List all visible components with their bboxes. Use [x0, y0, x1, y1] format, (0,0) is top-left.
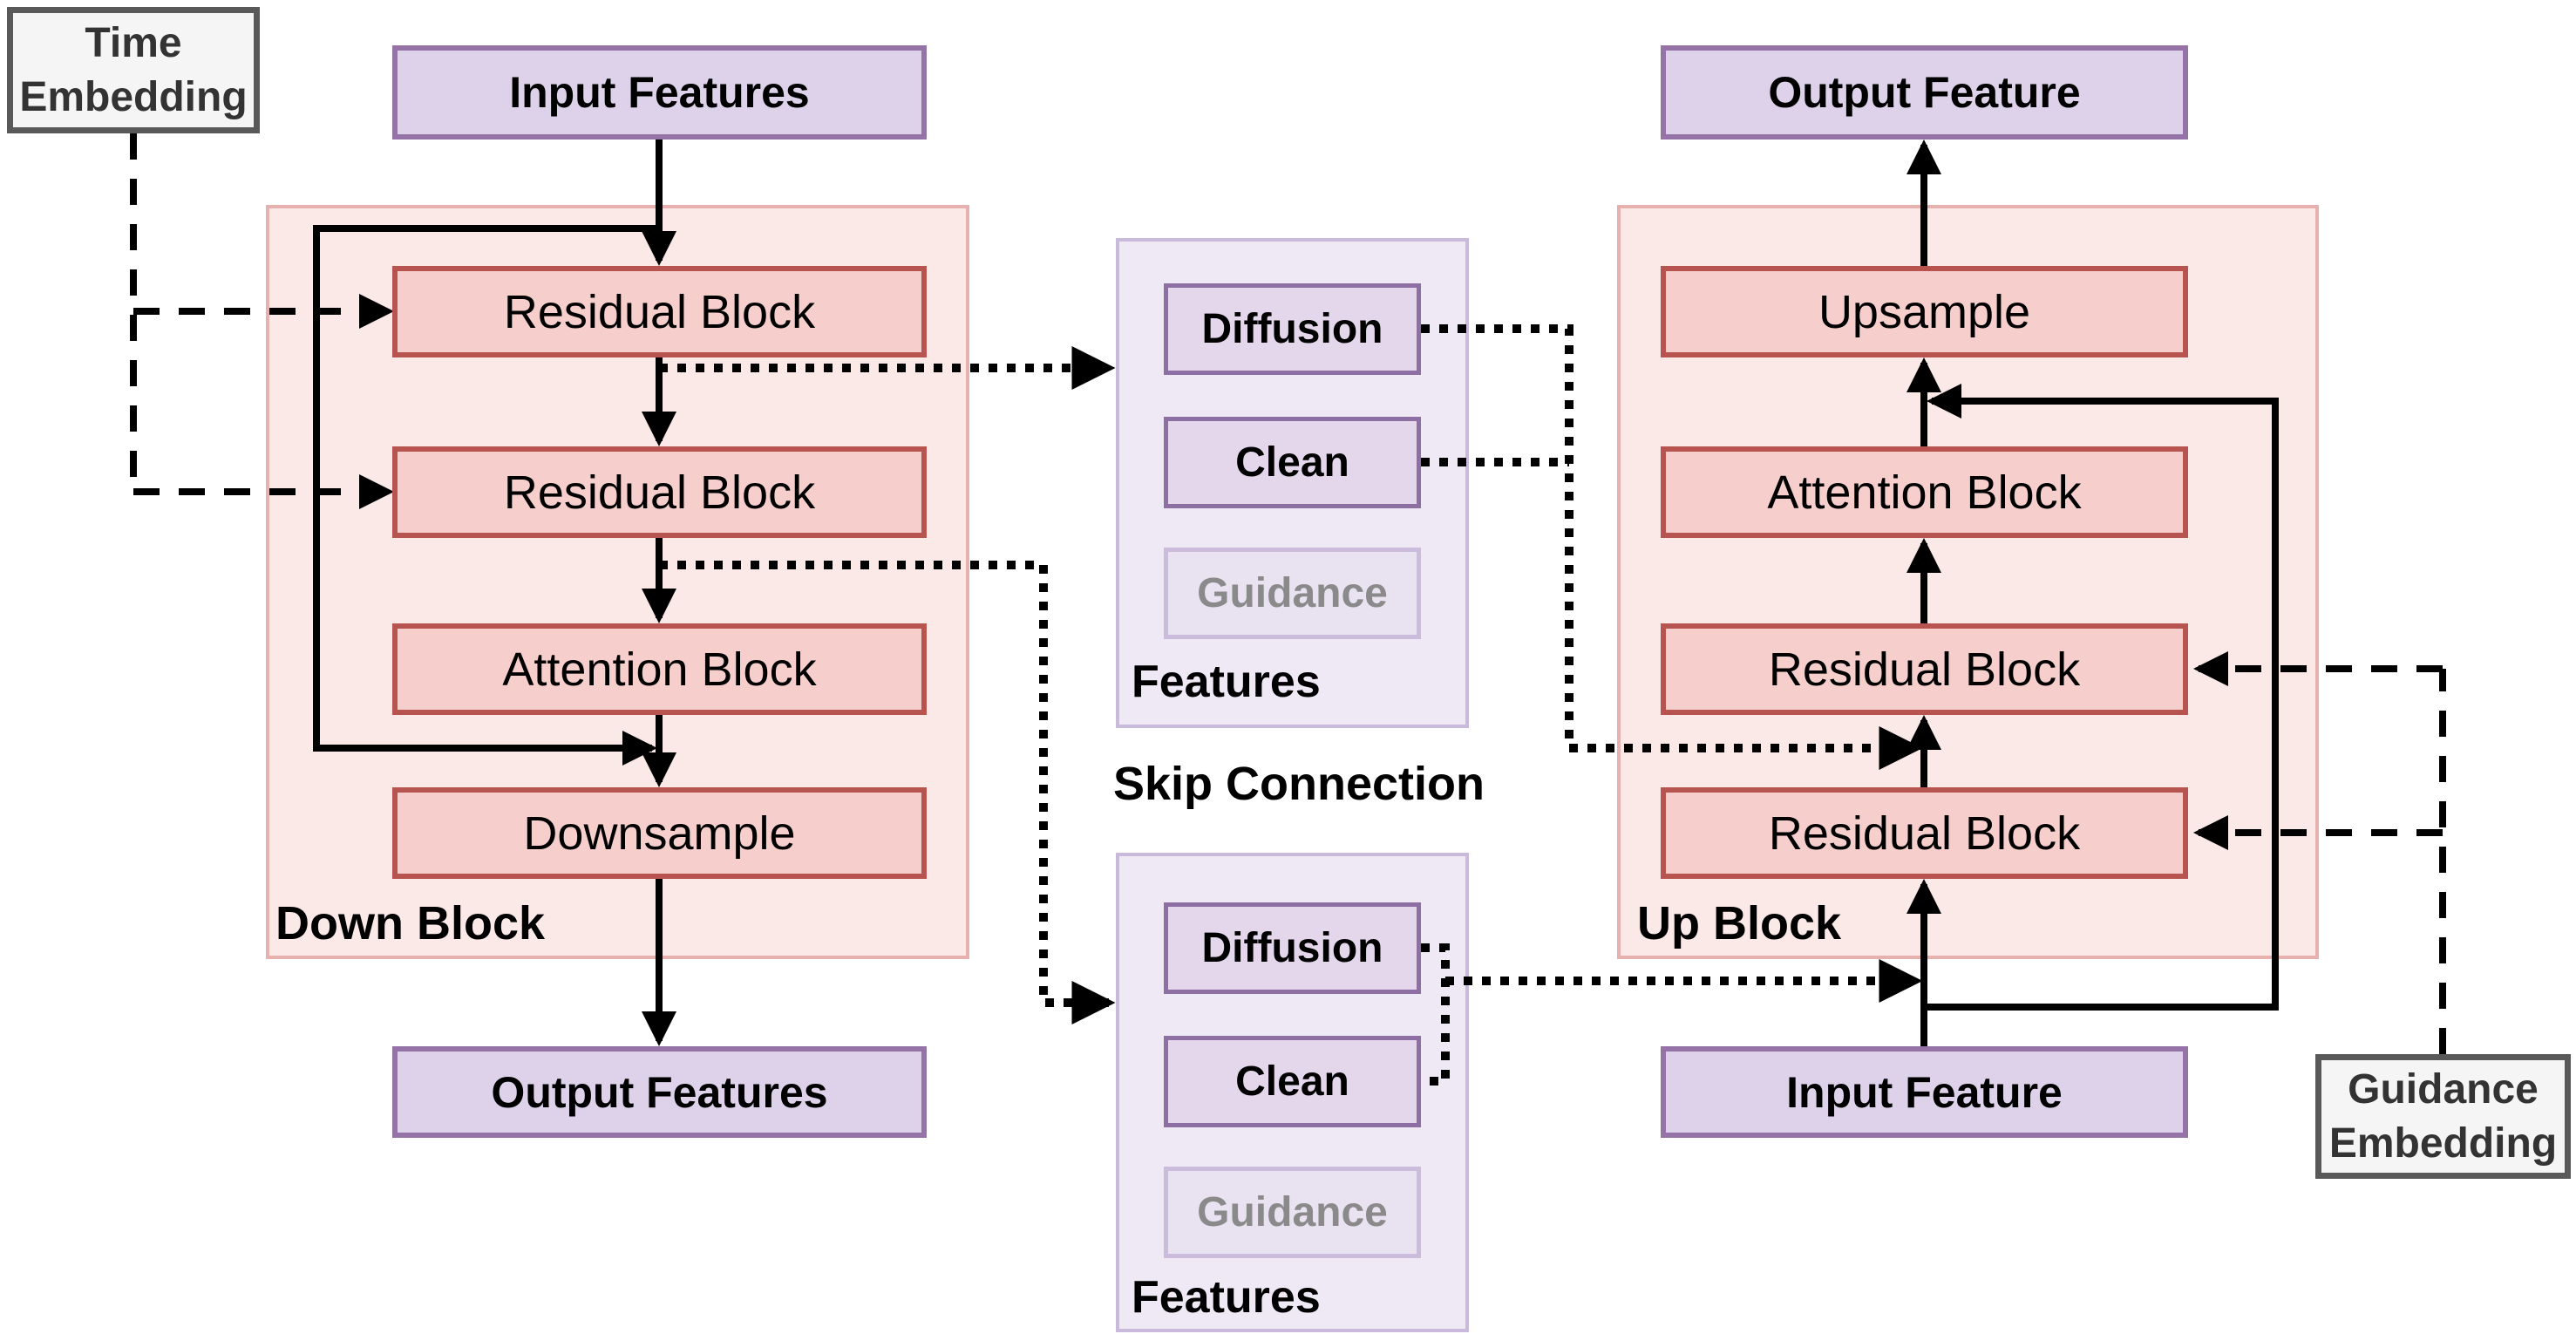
output-feature-box: Output Feature: [1661, 45, 2188, 140]
up-residual-block-1: Residual Block: [1661, 623, 2188, 715]
output-feature-label: Output Feature: [1768, 68, 2081, 117]
bottom-features-clean-box: Clean: [1164, 1036, 1421, 1127]
up-residual-block-1-label: Residual Block: [1768, 643, 2081, 696]
input-features-box: Input Features: [392, 45, 927, 140]
down-residual-block-1: Residual Block: [392, 266, 927, 357]
skip-top-diffusion-to-up-block: [1421, 324, 1923, 770]
up-block-label: Up Block: [1637, 897, 1842, 949]
bottom-features-diffusion-label: Diffusion: [1201, 925, 1383, 971]
top-features-diffusion-label: Diffusion: [1201, 306, 1383, 352]
up-attention-block: Attention Block: [1661, 446, 2188, 538]
upsample-block: Upsample: [1661, 266, 2188, 357]
output-features-label: Output Features: [491, 1067, 828, 1117]
up-residual-block-2: Residual Block: [1661, 787, 2188, 879]
bottom-features-label: Features: [1132, 1272, 1321, 1323]
guidance-embedding-box: Guidance Embedding: [2315, 1054, 2571, 1179]
input-feature-label: Input Feature: [1786, 1067, 2063, 1117]
time-embedding-line2: Embedding: [19, 73, 248, 120]
up-block-bypass-line: [1924, 384, 2279, 1011]
downsample-block: Downsample: [392, 787, 927, 879]
upsample-block-label: Upsample: [1818, 285, 2031, 338]
up-residual-block-2-label: Residual Block: [1768, 807, 2081, 860]
top-features-clean-label: Clean: [1235, 439, 1349, 486]
top-features-label: Features: [1132, 657, 1321, 707]
guidance-embedding-line2: Embedding: [2328, 1120, 2558, 1167]
skip-bottom-bracket-line: [1421, 943, 1450, 1086]
guidance-embedding-line1: Guidance: [2348, 1066, 2539, 1113]
down-residual-block-2: Residual Block: [392, 446, 927, 538]
down-attention-block: Attention Block: [392, 623, 927, 715]
down-residual-block-2-label: Residual Block: [503, 466, 816, 519]
down-residual-block-1-label: Residual Block: [503, 285, 816, 338]
up-attention-block-label: Attention Block: [1767, 466, 2082, 519]
down-block-label: Down Block: [275, 897, 546, 949]
top-features-guidance-label: Guidance: [1197, 570, 1388, 616]
time-embedding-line1: Time: [85, 20, 182, 67]
dashed-embedding-arrows: [130, 133, 2446, 1054]
downsample-block-label: Downsample: [523, 807, 796, 860]
top-features-guidance-box: Guidance: [1164, 548, 1421, 639]
time-embedding-box: Time Embedding: [7, 7, 260, 133]
input-feature-box: Input Feature: [1661, 1046, 2188, 1138]
skip-connection-label: Skip Connection: [1112, 758, 1485, 810]
output-features-box: Output Features: [392, 1046, 927, 1138]
bottom-features-guidance-box: Guidance: [1164, 1167, 1421, 1258]
input-features-label: Input Features: [509, 68, 810, 117]
bottom-features-diffusion-box: Diffusion: [1164, 902, 1421, 994]
bottom-features-guidance-label: Guidance: [1197, 1189, 1388, 1235]
dotted-skip-connection-lines: [659, 324, 1923, 1086]
top-features-clean-box: Clean: [1164, 417, 1421, 508]
top-features-diffusion-box: Diffusion: [1164, 283, 1421, 375]
down-attention-block-label: Attention Block: [502, 643, 817, 696]
bottom-features-clean-label: Clean: [1235, 1058, 1349, 1105]
